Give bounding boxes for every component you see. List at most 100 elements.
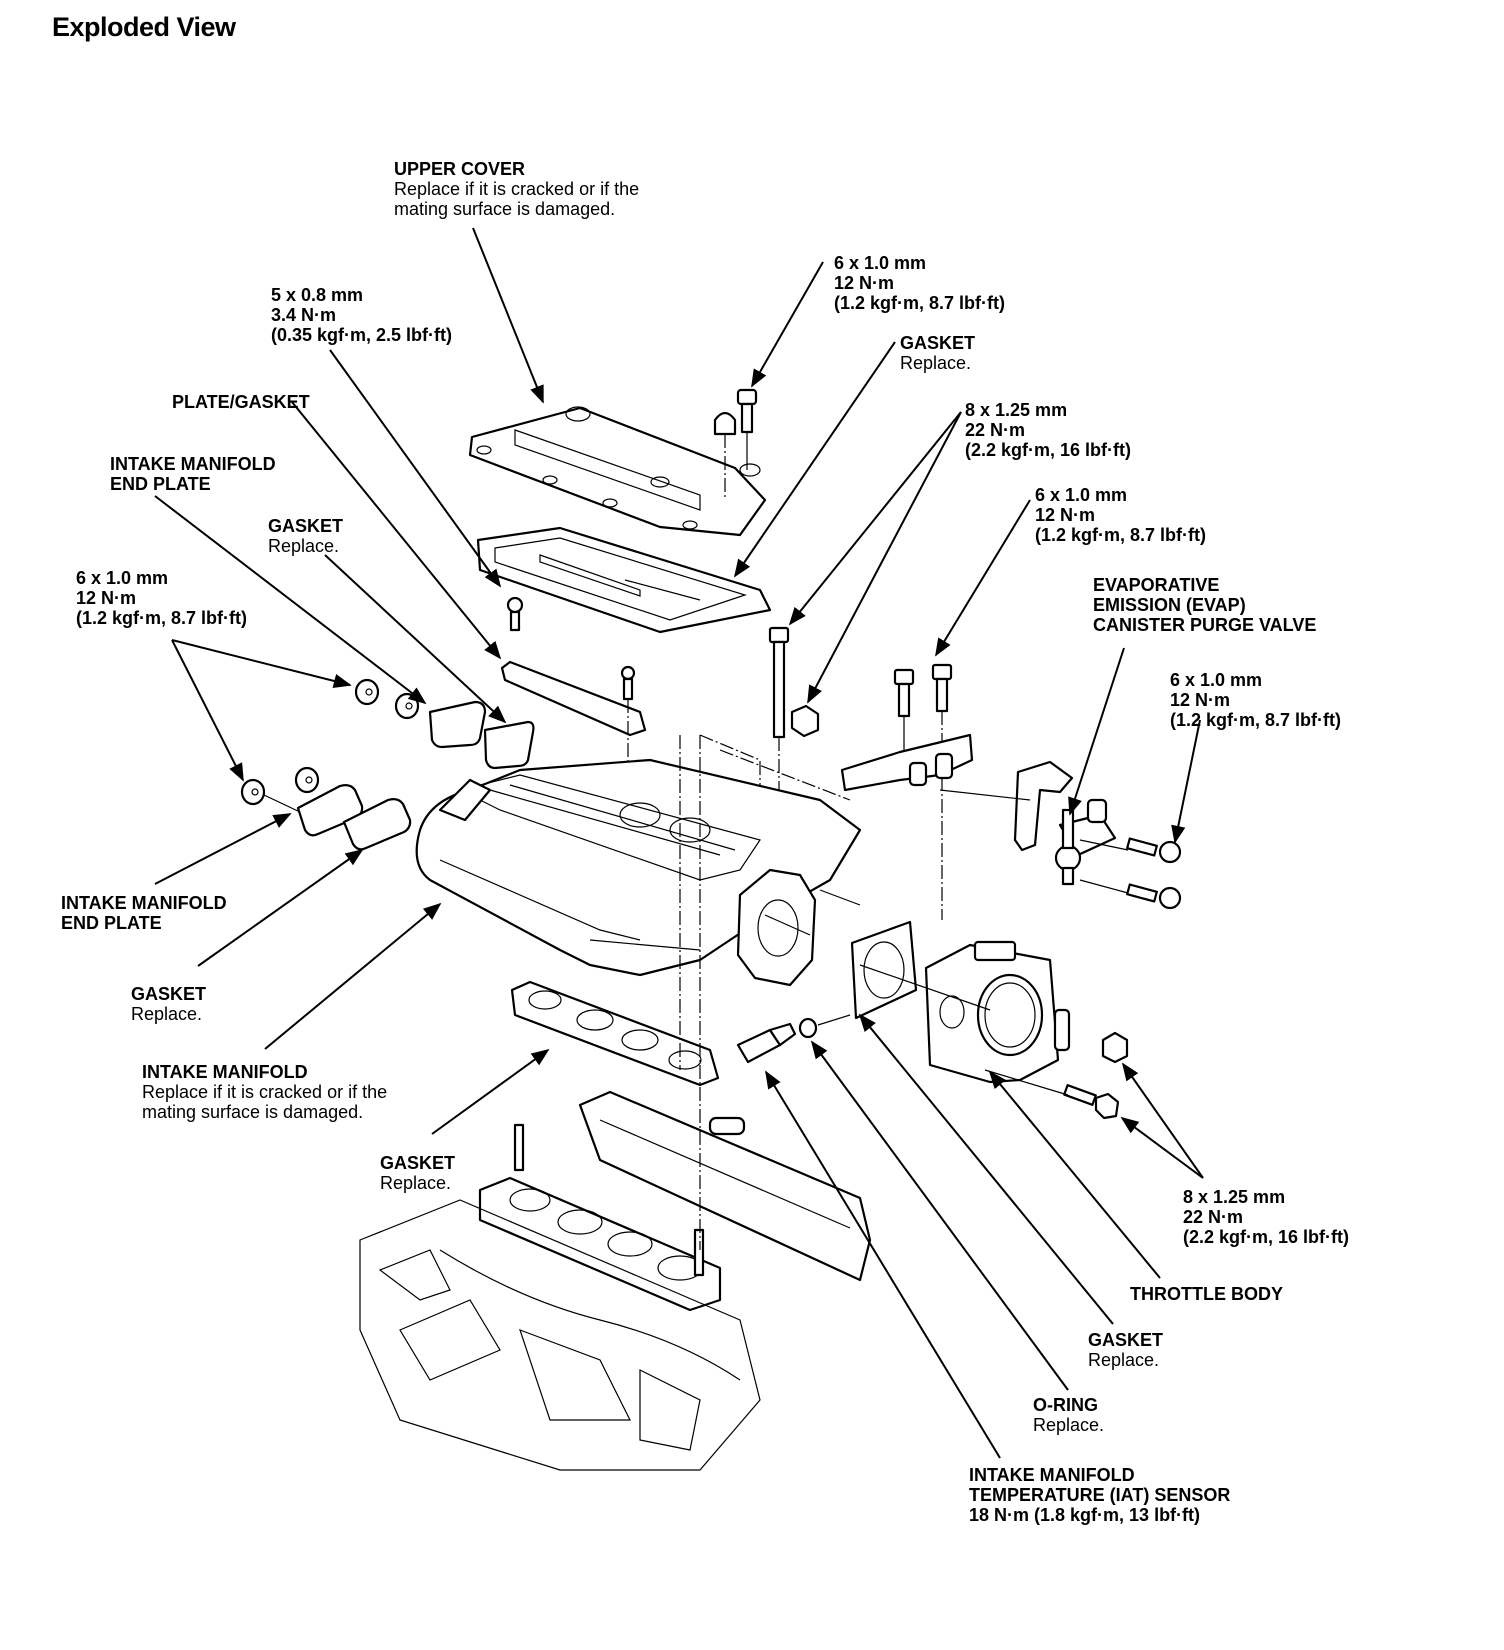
gasket-title: GASKET xyxy=(268,516,344,536)
bolt-size: 5 x 0.8 mm xyxy=(271,285,364,305)
callout-gasket-end-top: GASKET Replace. xyxy=(268,516,343,556)
bolt-torque: 22 N·m xyxy=(965,420,1026,440)
callout-plate-gasket: PLATE/GASKET xyxy=(172,392,310,412)
callout-o-ring: O-RING Replace. xyxy=(1033,1395,1104,1435)
plate-gasket-part xyxy=(500,660,647,800)
intake-manifold-title: INTAKE MANIFOLD xyxy=(142,1062,308,1082)
callout-bolt-throttle: 8 x 1.25 mm 22 N·m (2.2 kgf·m, 16 lbf·ft… xyxy=(1183,1187,1349,1247)
lower-gasket-part xyxy=(510,980,720,1087)
gasket-note: Replace. xyxy=(900,353,972,373)
bolt-torque-alt: (1.2 kgf·m, 8.7 lbf·ft) xyxy=(1035,525,1207,545)
evap-bracket-part xyxy=(1013,760,1074,852)
leader-lines xyxy=(154,227,1204,1459)
upper-cover-bolt xyxy=(736,388,758,470)
callout-upper-cover: UPPER COVER Replace if it is cracked or … xyxy=(394,159,639,219)
manifold-throttle-flange xyxy=(736,868,861,987)
upper-cover-nut xyxy=(713,411,737,500)
evap-title-2: EMISSION (EVAP) xyxy=(1093,595,1246,615)
iat-title-2: TEMPERATURE (IAT) SENSOR xyxy=(969,1485,1231,1505)
throttle-bolt xyxy=(1063,1084,1120,1120)
gasket-title: GASKET xyxy=(900,333,976,353)
end-plate-title-2: END PLATE xyxy=(61,913,162,933)
bolt-torque: 12 N·m xyxy=(1035,505,1096,525)
end-plate-title-2: END PLATE xyxy=(110,474,211,494)
bolt-torque: 22 N·m xyxy=(1183,1207,1244,1227)
nut-torque: 12 N·m xyxy=(76,588,137,608)
callout-bolt-upper-cover: 6 x 1.0 mm 12 N·m (1.2 kgf·m, 8.7 lbf·ft… xyxy=(834,253,1005,313)
o-ring-part xyxy=(798,1017,818,1039)
callout-throttle-body: THROTTLE BODY xyxy=(1130,1284,1283,1304)
upper-gasket-part xyxy=(476,526,772,634)
gasket-note: Replace. xyxy=(131,1004,203,1024)
bolt-torque: 3.4 N·m xyxy=(271,305,337,325)
bolt-torque: 12 N·m xyxy=(834,273,895,293)
bolt-torque-alt: (0.35 kgf·m, 2.5 lbf·ft) xyxy=(271,325,453,345)
gasket-title: GASKET xyxy=(1088,1330,1164,1350)
page-title: Exploded View xyxy=(52,12,236,42)
upper-cover-note-2: mating surface is damaged. xyxy=(394,199,616,219)
callout-iat-sensor: INTAKE MANIFOLD TEMPERATURE (IAT) SENSOR… xyxy=(969,1465,1230,1525)
bolt-torque: 12 N·m xyxy=(1170,690,1231,710)
end-plate-upper-1 xyxy=(428,700,487,749)
bracket-bolts xyxy=(893,663,953,920)
end-plate-gasket-lower xyxy=(342,798,412,851)
bolt-torque-alt: (1.2 kgf·m, 8.7 lbf·ft) xyxy=(834,293,1006,313)
evap-title-1: EVAPORATIVE xyxy=(1093,575,1220,595)
throttle-nut xyxy=(1101,1031,1129,1064)
bolt-size: 8 x 1.25 mm xyxy=(965,400,1068,420)
gasket-title: GASKET xyxy=(131,984,207,1004)
gasket-note: Replace. xyxy=(380,1173,452,1193)
callout-gasket-lower: GASKET Replace. xyxy=(380,1153,455,1193)
bolt-size: 6 x 1.0 mm xyxy=(1170,670,1263,690)
evap-bolts xyxy=(1126,837,1182,910)
upper-cover-note-1: Replace if it is cracked or if the xyxy=(394,179,640,199)
callout-bolt-evap: 6 x 1.0 mm 12 N·m (1.2 kgf·m, 8.7 lbf·ft… xyxy=(1170,670,1341,730)
intake-manifold-note-2: mating surface is damaged. xyxy=(142,1102,364,1122)
intake-manifold-note-1: Replace if it is cracked or if the xyxy=(142,1082,388,1102)
end-plate-nuts-lower xyxy=(240,766,320,813)
gasket-note: Replace. xyxy=(1088,1350,1160,1370)
callout-end-plate-top: INTAKE MANIFOLD END PLATE xyxy=(110,454,276,494)
callout-intake-manifold: INTAKE MANIFOLD Replace if it is cracked… xyxy=(142,1062,387,1122)
callout-evap-valve: EVAPORATIVE EMISSION (EVAP) CANISTER PUR… xyxy=(1093,575,1316,635)
end-plate-gasket-upper xyxy=(483,720,535,770)
callout-gasket-end-bottom: GASKET Replace. xyxy=(131,984,206,1024)
callout-bolt-plate: 5 x 0.8 mm 3.4 N·m (0.35 kgf·m, 2.5 lbf·… xyxy=(271,285,452,345)
bolt-torque-alt: (1.2 kgf·m, 8.7 lbf·ft) xyxy=(1170,710,1342,730)
bolt-torque-alt: (2.2 kgf·m, 16 lbf·ft) xyxy=(1183,1227,1350,1247)
throttle-body-part xyxy=(924,940,1071,1084)
callout-gasket-upper: GASKET Replace. xyxy=(900,333,975,373)
callout-end-plate-bottom: INTAKE MANIFOLD END PLATE xyxy=(61,893,227,933)
plate-bolt xyxy=(506,596,524,632)
engine-block-part xyxy=(359,1090,872,1471)
evap-title-3: CANISTER PURGE VALVE xyxy=(1093,615,1317,635)
plate-gasket-title: PLATE/GASKET xyxy=(172,392,310,412)
callout-bolt-bracket: 6 x 1.0 mm 12 N·m (1.2 kgf·m, 8.7 lbf·ft… xyxy=(1035,485,1206,545)
throttle-body-title: THROTTLE BODY xyxy=(1130,1284,1283,1304)
gasket-note: Replace. xyxy=(268,536,340,556)
upper-cover-title: UPPER COVER xyxy=(394,159,526,179)
callout-nut-end-plate: 6 x 1.0 mm 12 N·m (1.2 kgf·m, 8.7 lbf·ft… xyxy=(76,568,247,628)
upper-cover-part xyxy=(468,406,767,537)
bracket-part xyxy=(840,733,974,792)
manifold-flange-nut xyxy=(790,704,820,738)
callout-bolt-manifold-top: 8 x 1.25 mm 22 N·m (2.2 kgf·m, 16 lbf·ft… xyxy=(965,400,1131,460)
iat-sensor-part xyxy=(736,1022,797,1064)
bolt-size: 6 x 1.0 mm xyxy=(1035,485,1128,505)
gasket-title: GASKET xyxy=(380,1153,456,1173)
end-plate-title-1: INTAKE MANIFOLD xyxy=(110,454,276,474)
end-plate-title-1: INTAKE MANIFOLD xyxy=(61,893,227,913)
bolt-torque-alt: (2.2 kgf·m, 16 lbf·ft) xyxy=(965,440,1132,460)
evap-valve-part xyxy=(1054,798,1117,886)
o-ring-note: Replace. xyxy=(1033,1415,1105,1435)
iat-torque: 18 N·m (1.8 kgf·m, 13 lbf·ft) xyxy=(969,1505,1201,1525)
bolt-size: 8 x 1.25 mm xyxy=(1183,1187,1286,1207)
o-ring-title: O-RING xyxy=(1033,1395,1098,1415)
nut-size: 6 x 1.0 mm xyxy=(76,568,169,588)
manifold-long-bolt xyxy=(768,626,790,800)
nut-torque-alt: (1.2 kgf·m, 8.7 lbf·ft) xyxy=(76,608,248,628)
callout-gasket-throttle: GASKET Replace. xyxy=(1088,1330,1163,1370)
end-plate-nuts-upper xyxy=(354,678,420,720)
throttle-gasket-part xyxy=(850,920,918,1020)
